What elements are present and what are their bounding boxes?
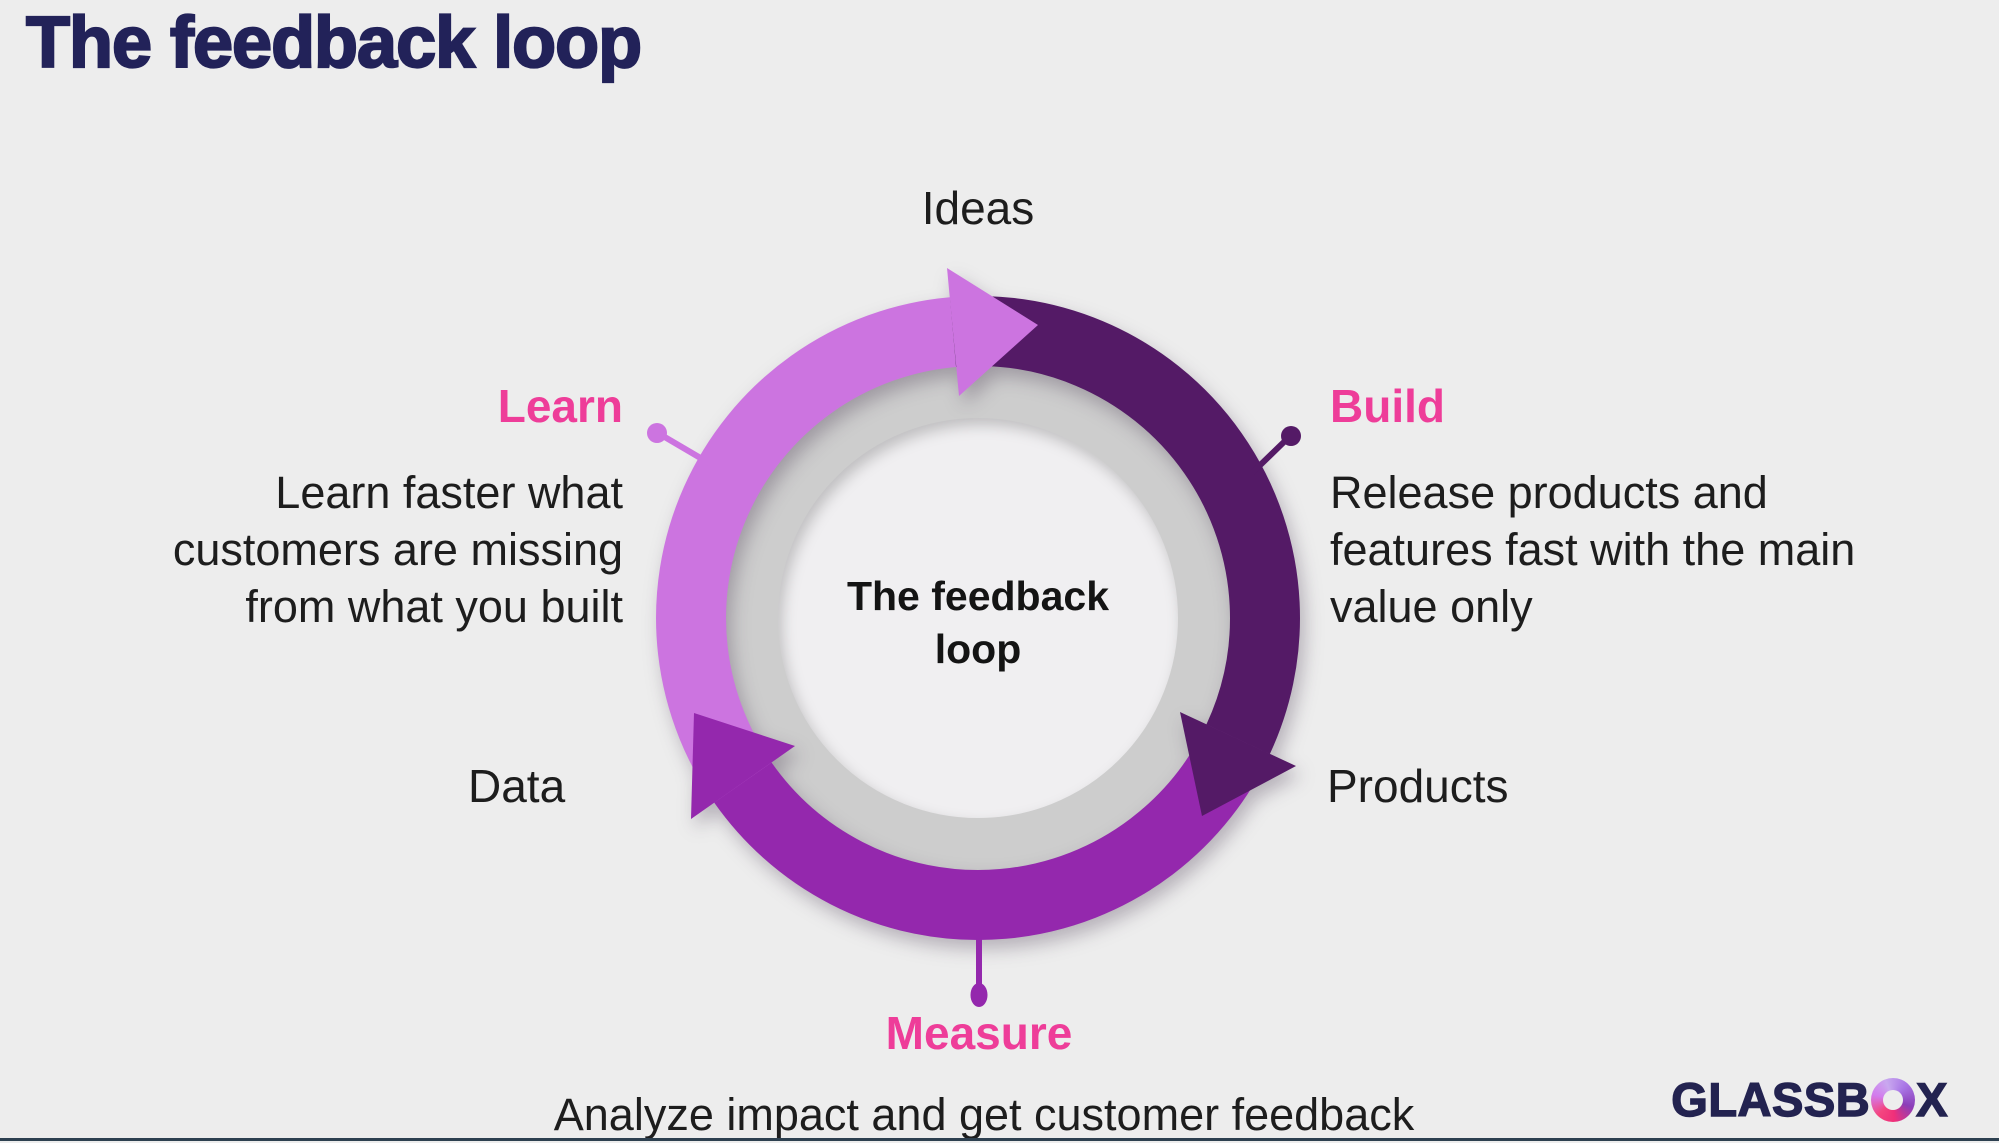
build-description-line3: value only [1330, 581, 1533, 632]
glassbox-logo-text-start: GLASSB [1671, 1072, 1871, 1126]
stage-label-products: Products [1327, 760, 1509, 812]
loop-center-caption-line1: The feedback [846, 573, 1110, 619]
learn-description-line2: customers are missing [172, 524, 623, 575]
build-arc [949, 296, 1300, 755]
build-connector [1249, 426, 1301, 476]
build-connector-dot [1281, 426, 1301, 446]
learn-connector-dot [647, 423, 667, 443]
build-description-line2: features fast with the main [1330, 524, 1856, 575]
stage-label-ideas: Ideas [921, 182, 1035, 234]
loop-inner-circle [777, 417, 1179, 819]
build-arrowhead-icon [1180, 712, 1296, 816]
measure-connector [970, 936, 988, 1007]
glassbox-logo: GLASSB X [1671, 1072, 1949, 1127]
loop-center-caption-line2: loop [934, 626, 1022, 672]
measure-arrowhead-icon [691, 713, 795, 819]
learn-description-line3: from what you built [245, 581, 623, 632]
glassbox-logo-swirl-o-icon [1871, 1077, 1916, 1122]
loop-center-caption: The feedback loop [778, 570, 1178, 676]
learn-arc [656, 297, 957, 812]
learn-description: Learn faster what customers are missing … [143, 464, 623, 635]
loop-track-ring [722, 362, 1234, 874]
glassbox-logo-text-end: X [1915, 1072, 1948, 1126]
stage-label-data: Data [468, 760, 566, 812]
learn-connector-line [661, 433, 711, 466]
build-description: Release products and features fast with … [1330, 464, 1910, 635]
learn-connector [647, 423, 711, 466]
stage-label-build: Build [1330, 380, 1445, 432]
stage-label-measure: Measure [885, 1007, 1073, 1059]
learn-description-line1: Learn faster what [275, 467, 623, 518]
learn-arrowhead-icon [947, 268, 1038, 396]
build-description-line1: Release products and [1330, 467, 1768, 518]
stage-label-learn: Learn [497, 380, 623, 432]
page-title: The feedback loop [25, 2, 643, 84]
measure-arc [714, 724, 1270, 940]
build-connector-line [1249, 437, 1289, 476]
bottom-edge-bar [0, 1138, 1999, 1141]
measure-connector-dot [970, 983, 988, 1007]
measure-description: Analyze impact and get customer feedback [553, 1089, 1415, 1140]
